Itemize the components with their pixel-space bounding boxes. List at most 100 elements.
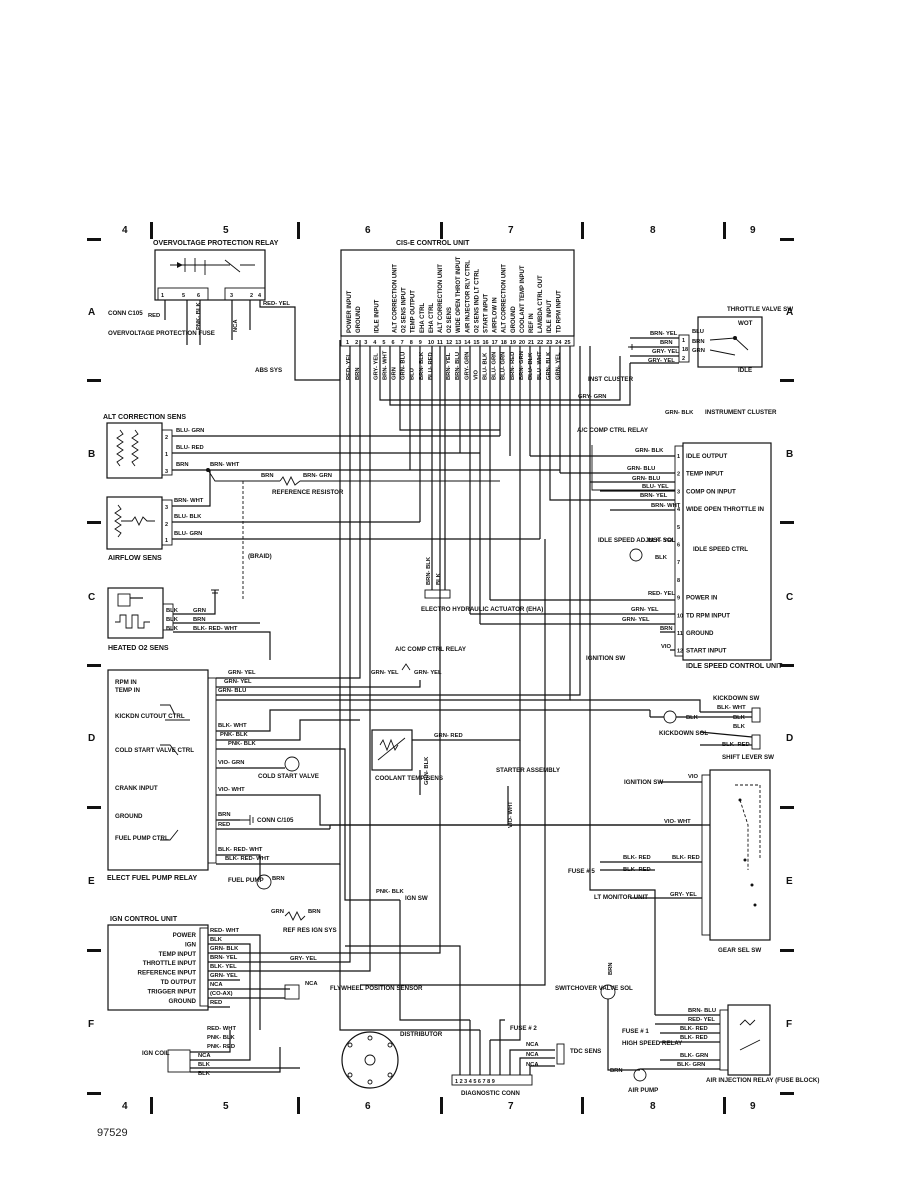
connecting-wires: [216, 346, 701, 1041]
kd-wire-blk-2: BLK: [733, 715, 746, 721]
o2-wire-grn: GRN: [193, 608, 206, 614]
cis-pin-number: 2: [355, 340, 358, 346]
cis-wire-label: BRN- BLK: [419, 351, 425, 380]
cis-wire-label: BRN- RED: [510, 352, 516, 380]
ref-res-ign-sys: REF RES IGN SYS: [283, 927, 337, 934]
ign-pin-label: TRIGGER INPUT: [148, 988, 197, 995]
isc-pin-number: 5: [677, 525, 680, 531]
grid-bottom: 4 5 6 7 8 9: [87, 1092, 794, 1114]
cis-pin-label: LAMBDA CTRL OUT: [538, 275, 544, 333]
sw-wire-brn: BRN: [608, 962, 614, 975]
svg-text:2: 2: [682, 356, 685, 362]
efpr-wire-vio-grn: VIO- GRN: [218, 760, 244, 766]
ign-unit-title: IGN CONTROL UNIT: [110, 916, 178, 923]
conn-c105-top: CONN C105: [108, 310, 143, 317]
instrument-cluster: INSTRUMENT CLUSTER: [705, 409, 777, 416]
gear-wire-gry-yel: GRY- YEL: [670, 892, 697, 898]
ign-coil: IGN COIL RED- WHT PNK- BLK PNK- RED NCA …: [142, 1026, 300, 1077]
figure-number: 97529: [97, 1127, 128, 1139]
ign-pin-label: TEMP INPUT: [159, 951, 197, 958]
o2-wire-blk: BLK: [166, 608, 179, 614]
grid-row-e-right: E: [786, 876, 793, 887]
isc-wire-grn-blu: GRN- BLU: [627, 466, 655, 472]
isc-pin-number: 2: [677, 472, 680, 478]
efpr-pin-label: FUEL PUMP CTRL: [115, 835, 169, 842]
air-wire-red-yel: RED- YEL: [688, 1017, 715, 1023]
cis-wire-label: BRN- GRN: [519, 351, 525, 380]
cis-pin-label: COOLANT TEMP INPUT: [520, 265, 526, 333]
fuel-pump-wire-brn: BRN: [272, 876, 285, 882]
isc-pin-label: TEMP INPUT: [686, 471, 724, 478]
cis-pin-label: ALT CORRECTION UNIT: [502, 264, 508, 333]
ign-pin-label: IGN: [185, 941, 197, 948]
grid-row-b-right: B: [786, 449, 793, 460]
isc-pin-number: 12: [677, 649, 683, 655]
gear-wire-blk-red-2: BLK- RED: [672, 855, 700, 861]
air-wire-blk-red: BLK- RED: [680, 1026, 708, 1032]
cis-wire-label: BRN- BLU: [455, 352, 461, 380]
efpr-wire-red: RED: [218, 822, 230, 828]
diag-wire-nca-2: NCA: [526, 1052, 539, 1058]
cis-pin-number: 12: [446, 340, 452, 346]
isc-pin-number: 7: [677, 560, 680, 566]
fuel-pump-label: FUEL PUMP: [228, 877, 264, 884]
o2-wire-blk-red-wht: BLK- RED- WHT: [193, 626, 238, 632]
refres-wire-brn-grn: BRN- GRN: [303, 473, 332, 479]
svg-text:1: 1: [682, 338, 685, 344]
isc-wire-grn-blk: GRN- BLK: [635, 448, 664, 454]
svg-text:4: 4: [258, 293, 262, 299]
grid-row-b-left: B: [88, 449, 95, 460]
ign-wire-blk: BLK: [210, 937, 223, 943]
fuse-1: FUSE # 1: [622, 1028, 649, 1035]
isc-wire-brn: BRN: [660, 626, 673, 632]
grid-col-8: 8: [650, 225, 656, 236]
refign-wire-brn: BRN: [308, 909, 321, 915]
cis-pin-number: 21: [528, 340, 534, 346]
ct-wire-grn-blk: GRN- BLK: [424, 756, 430, 785]
heated-o2-sensor: BLK BLK BLK GRN BRN BLK- RED- WHT HEATED…: [107, 587, 271, 660]
starter-assembly: STARTER ASSEMBLY VIO- WHT: [496, 767, 561, 828]
svg-text:2: 2: [165, 435, 168, 441]
coil-wire-blk-2: BLK: [198, 1071, 211, 1077]
cis-wire-label: GRN: [392, 367, 398, 380]
grid-top: 4 5 6 7 8 9: [87, 222, 794, 241]
gear-sel-sw: GEAR SEL SW: [718, 947, 761, 954]
cis-pin-number: 8: [410, 340, 413, 346]
fw-wire-nca: NCA: [305, 981, 318, 987]
cis-pin-label: O2 SENS IND LT CTRL: [474, 268, 480, 333]
grid-col-6-bottom: 6: [365, 1101, 371, 1112]
isc-wire-grn-blk-top: GRN- BLK: [665, 410, 694, 416]
isc-wire-brn-wht: BRN- WHT: [651, 503, 681, 509]
kd-wire-blk-wht: BLK- WHT: [717, 705, 746, 711]
grid-col-7: 7: [508, 225, 514, 236]
ac-relay-top-label: A/C COMP CTRL RELAY: [577, 427, 649, 434]
efpr-wire-pnk-blk-2: PNK- BLK: [228, 741, 257, 747]
ign-coil-label: IGN COIL: [142, 1050, 170, 1057]
diag-wire-nca: NCA: [526, 1042, 539, 1048]
efpr-title: ELECT FUEL PUMP RELAY: [107, 875, 197, 882]
air-wire-brn-blu: BRN- BLU: [688, 1008, 716, 1014]
efpr-wire-grn-yel: GRN- YEL: [228, 670, 256, 676]
eha-wire-blk: BLK: [436, 572, 442, 585]
throttle-wot: WOT: [738, 320, 753, 327]
cis-pin-number: 22: [537, 340, 543, 346]
coil-wire-pnk-blk: PNK- BLK: [207, 1035, 236, 1041]
svg-text:3: 3: [230, 293, 233, 299]
coolant-temp-sens: COOLANT TEMP SENS: [375, 775, 443, 782]
alt-wire-blu-red: BLU- RED: [176, 445, 204, 451]
efpr-pin-label: RPM IN: [115, 679, 137, 686]
isc-pin-number: 3: [677, 489, 680, 495]
isc-pin-number: 1: [677, 454, 680, 460]
cis-pin-label: REF IN: [529, 313, 535, 333]
cis-pin-label: AIR INJECTOR RLY CTRL: [465, 260, 471, 333]
cis-pin-number: 6: [392, 340, 395, 346]
gear-sel-switch: IGNITION SW VIO VIO- WHT BLK- RED BLK- R…: [329, 769, 771, 954]
kd-wire-blk-3: BLK: [733, 724, 746, 730]
cis-wire-label: GRY- GRN: [464, 352, 470, 380]
kd-wire-blk: BLK: [686, 715, 699, 721]
cis-pin-number: 15: [473, 340, 479, 346]
gear-ignition-sw: IGNITION SW: [624, 779, 663, 786]
alt-wire-blu-grn: BLU- GRN: [176, 428, 204, 434]
